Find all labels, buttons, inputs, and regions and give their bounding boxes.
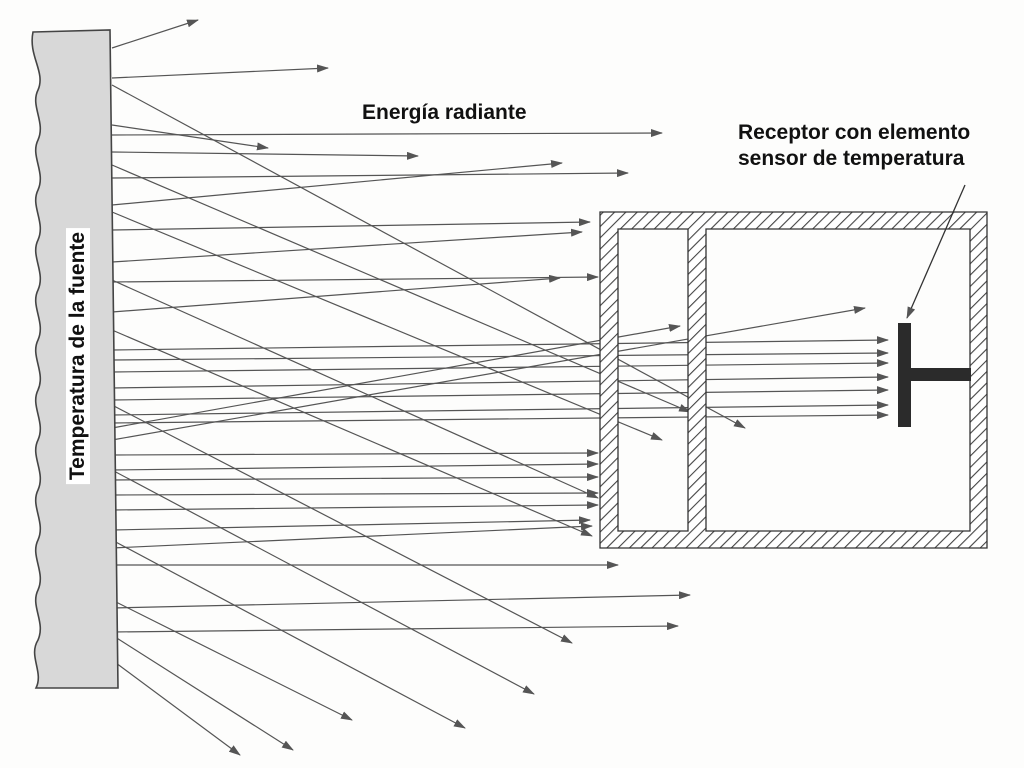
radiant-ray-7 bbox=[111, 160, 563, 206]
radiant-ray-15 bbox=[111, 373, 889, 389]
radiant-ray-32 bbox=[111, 164, 691, 413]
radiant-ray-24 bbox=[111, 489, 599, 498]
sensor-plate bbox=[898, 323, 911, 427]
radiant-energy-label: Energía radiante bbox=[362, 101, 527, 124]
radiant-ray-34 bbox=[111, 279, 599, 499]
radiant-ray-20 bbox=[111, 305, 866, 441]
radiant-ray-40 bbox=[111, 634, 294, 751]
radiant-ray-3 bbox=[111, 124, 269, 151]
temperature-sensor-element bbox=[898, 323, 971, 427]
receptor-housing bbox=[599, 211, 988, 549]
radiant-ray-5 bbox=[111, 151, 419, 160]
radiant-ray-22 bbox=[111, 460, 599, 471]
radiant-ray-38 bbox=[111, 539, 466, 729]
radiant-ray-17 bbox=[111, 401, 889, 416]
radiant-ray-27 bbox=[111, 522, 593, 549]
radiant-ray-41 bbox=[111, 659, 241, 756]
radiant-ray-12 bbox=[111, 336, 889, 351]
radiant-ray-1 bbox=[111, 19, 199, 49]
radiant-ray-18 bbox=[111, 411, 889, 424]
source-temperature-label: Temperatura de la fuente bbox=[66, 227, 90, 485]
radiant-ray-33 bbox=[111, 211, 663, 441]
radiant-ray-2 bbox=[111, 64, 329, 79]
radiant-ray-29 bbox=[111, 591, 691, 609]
radiant-energy-rays bbox=[111, 19, 889, 756]
receptor-label: Receptor con elemento sensor de temperat… bbox=[738, 120, 970, 173]
radiant-ray-6 bbox=[111, 169, 629, 179]
radiant-ray-16 bbox=[111, 386, 889, 401]
radiant-ray-39 bbox=[111, 599, 353, 721]
radiant-ray-8 bbox=[111, 218, 591, 231]
radiant-ray-9 bbox=[111, 228, 583, 263]
receptor-wall bbox=[599, 211, 988, 549]
radiant-ray-25 bbox=[111, 501, 599, 511]
radiant-ray-30 bbox=[111, 622, 679, 633]
receptor-label-pointer bbox=[906, 184, 966, 319]
radiant-ray-36 bbox=[111, 404, 573, 644]
receptor-label-line2: sensor de temperatura bbox=[738, 147, 965, 171]
radiant-ray-13 bbox=[111, 349, 889, 361]
radiant-ray-37 bbox=[111, 469, 535, 695]
radiant-ray-21 bbox=[111, 449, 599, 458]
radiant-ray-26 bbox=[111, 516, 591, 531]
sensor-stem bbox=[911, 368, 971, 381]
radiant-ray-11 bbox=[111, 274, 561, 313]
radiant-ray-23 bbox=[111, 473, 599, 482]
radiant-ray-19 bbox=[111, 324, 681, 429]
radiant-ray-31 bbox=[111, 84, 746, 429]
radiant-ray-35 bbox=[111, 329, 593, 537]
receptor-label-line1: Receptor con elemento bbox=[738, 121, 971, 144]
radiant-ray-4 bbox=[111, 129, 663, 138]
radiant-ray-14 bbox=[111, 359, 889, 373]
radiant-ray-10 bbox=[111, 273, 599, 283]
